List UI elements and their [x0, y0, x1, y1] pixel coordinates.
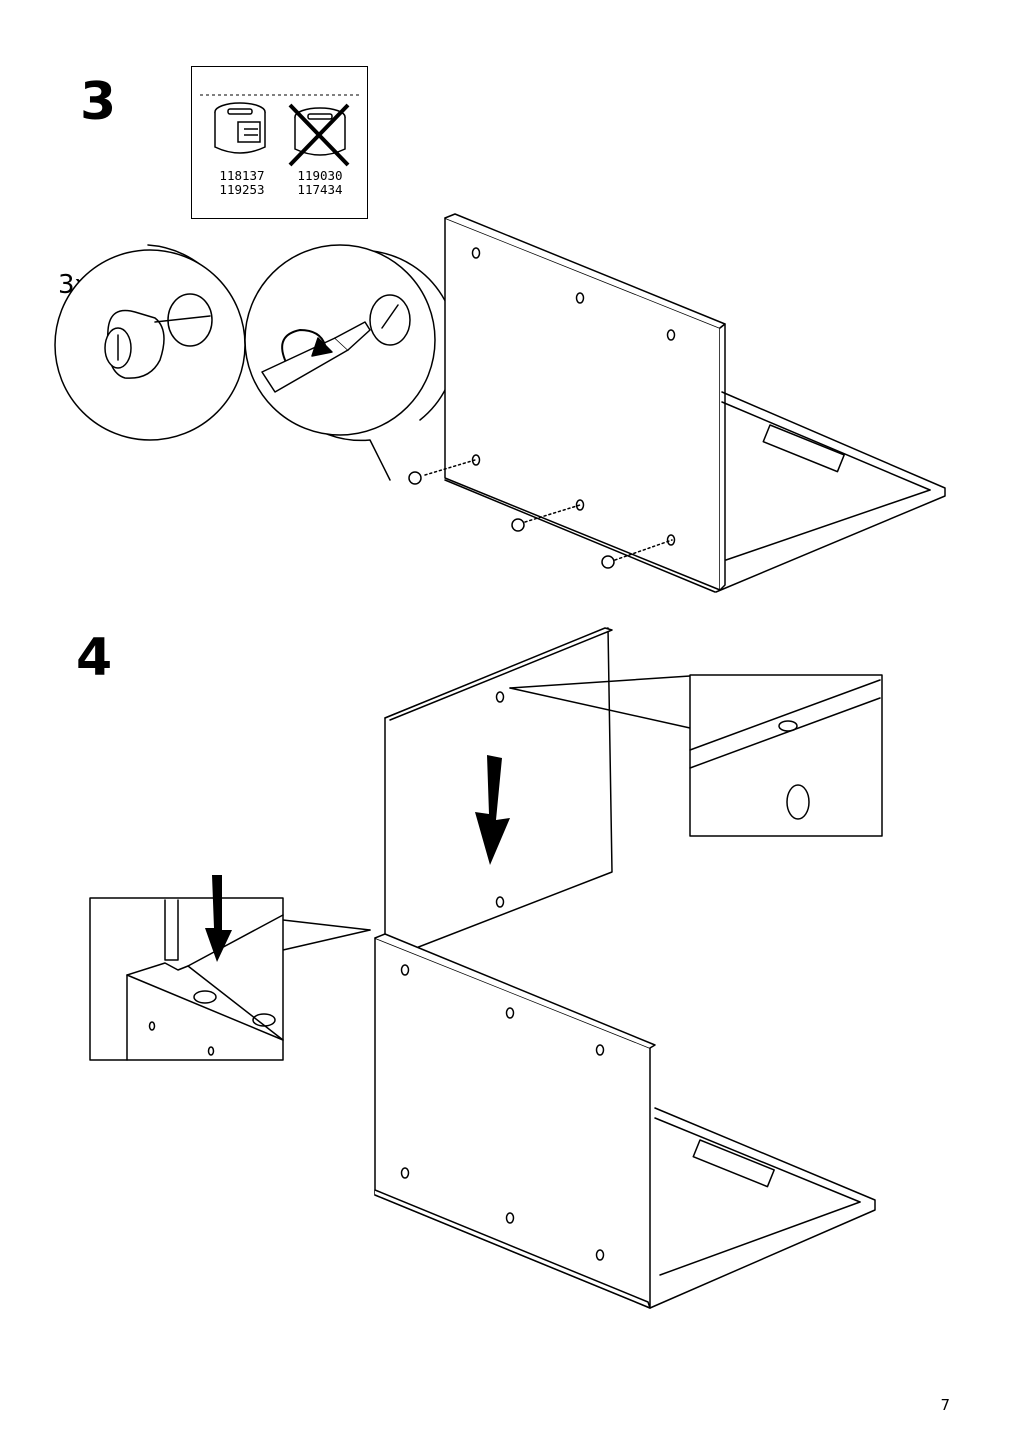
page-number: 7 [940, 1396, 950, 1414]
parts-reference-box: 118137 119253 119030 117434 [191, 66, 368, 219]
base-frame-step3 [715, 391, 946, 593]
part-code-allowed: 118137 119253 [219, 168, 265, 197]
step-number-3: 3 [80, 72, 117, 132]
step-number-4: 4 [76, 628, 113, 688]
cam-lock-icon [104, 293, 213, 379]
down-arrow-icon [475, 755, 510, 865]
base-frame-step4 [649, 1107, 876, 1309]
detail-box-top-hole [509, 674, 883, 837]
cam-dowels [408, 459, 716, 593]
parts-illustration [200, 94, 362, 167]
side-panel-step4 [374, 933, 656, 1309]
cross-out-icon [288, 103, 350, 167]
cam-lock-icon [214, 102, 266, 154]
part-code-forbidden: 119030 117434 [297, 168, 343, 197]
detail-box-groove [89, 875, 371, 1061]
panel-holes-step3 [471, 247, 676, 546]
rotate-arrow-icon [281, 329, 333, 361]
side-panel-step3 [444, 213, 726, 591]
